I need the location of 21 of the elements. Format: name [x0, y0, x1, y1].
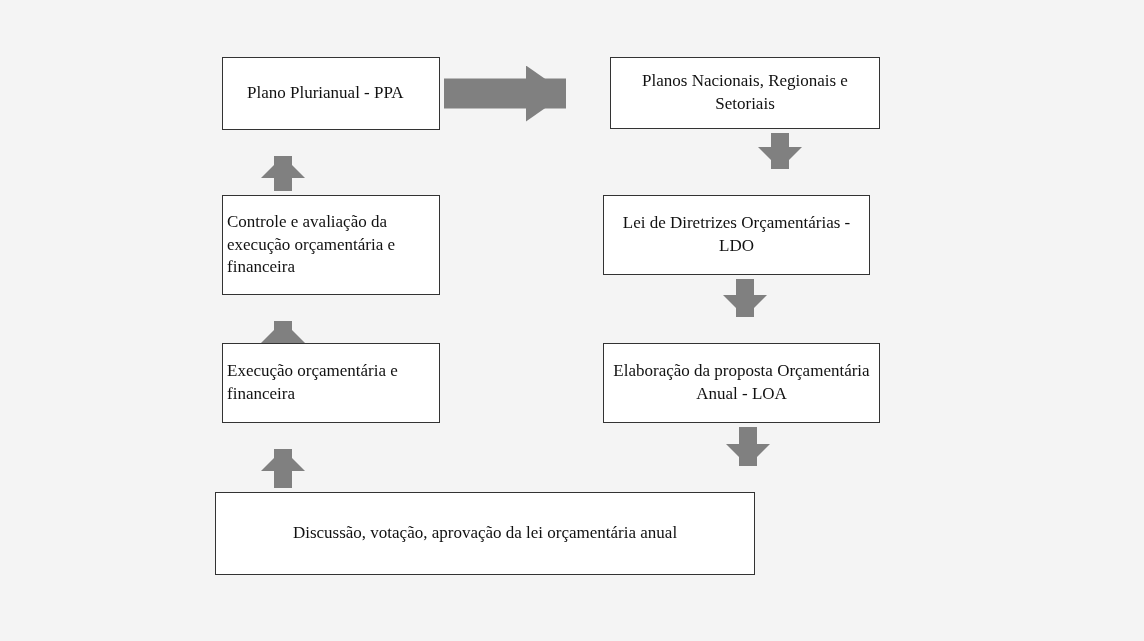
box-text: Lei de Diretrizes Orçamentárias - LDO	[621, 212, 852, 257]
process-box	[603, 195, 870, 275]
box-text: Execução orçamentária e financeira	[227, 360, 399, 405]
box-text: Plano Plurianual - PPA	[247, 82, 405, 105]
process-box	[222, 195, 440, 295]
process-box	[610, 57, 880, 129]
box-text: Discussão, votação, aprovação da lei orçamentária anual	[291, 522, 679, 545]
process-box	[222, 57, 440, 130]
block-arrow	[758, 133, 802, 169]
block-arrow	[444, 65, 566, 122]
process-box	[215, 492, 755, 575]
block-arrow	[723, 279, 767, 317]
block-arrow	[261, 321, 305, 343]
block-arrow	[261, 156, 305, 191]
process-box	[603, 343, 880, 423]
block-arrow	[261, 449, 305, 488]
process-box	[222, 343, 440, 423]
box-text: Elaboração da proposta Orçamentária Anual - LOA	[612, 360, 871, 405]
box-text: Planos Nacionais, Regionais e Setoriais	[641, 70, 849, 115]
box-text: Controle e avaliação da execução orçamentária e financeira	[227, 210, 396, 279]
block-arrow	[726, 427, 770, 466]
